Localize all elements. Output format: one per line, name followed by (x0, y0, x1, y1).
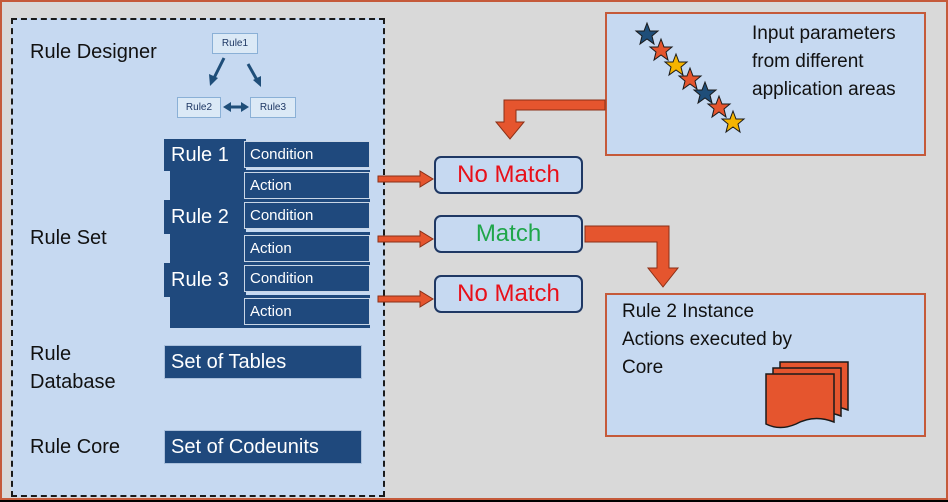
set-of-tables-box: Set of Tables (164, 345, 362, 379)
rule-core-label: Rule Core (30, 436, 121, 458)
output-text-line2: Actions executed by (622, 329, 793, 350)
star-icon (692, 80, 718, 105)
output-text-line3: Core (622, 357, 664, 378)
stars-group (634, 21, 746, 134)
input-text-line3: application areas (752, 79, 896, 100)
rule-1-action: Action (244, 172, 370, 199)
rule-database-label-line1: Rule (30, 343, 72, 365)
rule-1-tab: Rule 1 (164, 139, 246, 171)
input-arrow (494, 99, 606, 140)
result-no-match-2: No Match (434, 275, 583, 313)
star-icon (648, 37, 674, 62)
rule-database-label-line2: Database (30, 371, 116, 393)
rule-1-condition: Condition (244, 141, 370, 168)
mini-graph-arrows (209, 57, 261, 112)
stacked-documents-icon (765, 361, 849, 429)
rule-3-condition: Condition (244, 265, 370, 292)
input-text-line2: from different (752, 51, 864, 72)
set-of-codeunits-box: Set of Codeunits (164, 430, 362, 464)
rule-designer-title: Rule Designer (30, 41, 157, 63)
star-icon (663, 52, 689, 77)
match-output-arrow (584, 225, 680, 288)
rule-3-tab: Rule 3 (164, 263, 246, 297)
output-text-line1: Rule 2 Instance (622, 301, 755, 322)
mini-rule-1: Rule1 (212, 33, 258, 54)
rule-to-result-arrows (377, 170, 434, 308)
rule-set-label: Rule Set (30, 227, 107, 249)
rule-2-condition: Condition (244, 202, 370, 229)
result-no-match-1: No Match (434, 156, 583, 194)
result-match: Match (434, 215, 583, 253)
star-icon (720, 109, 746, 134)
star-icon (677, 66, 703, 91)
star-icon (634, 21, 660, 46)
mini-rule-3: Rule3 (250, 97, 296, 118)
input-text-line1: Input parameters (752, 23, 896, 44)
rule-2-action: Action (244, 235, 370, 262)
rule-2-tab: Rule 2 (164, 200, 246, 234)
input-parameters-panel (605, 12, 926, 156)
rule-3-action: Action (244, 298, 370, 325)
star-icon (706, 94, 732, 119)
mini-rule-2: Rule2 (177, 97, 221, 118)
